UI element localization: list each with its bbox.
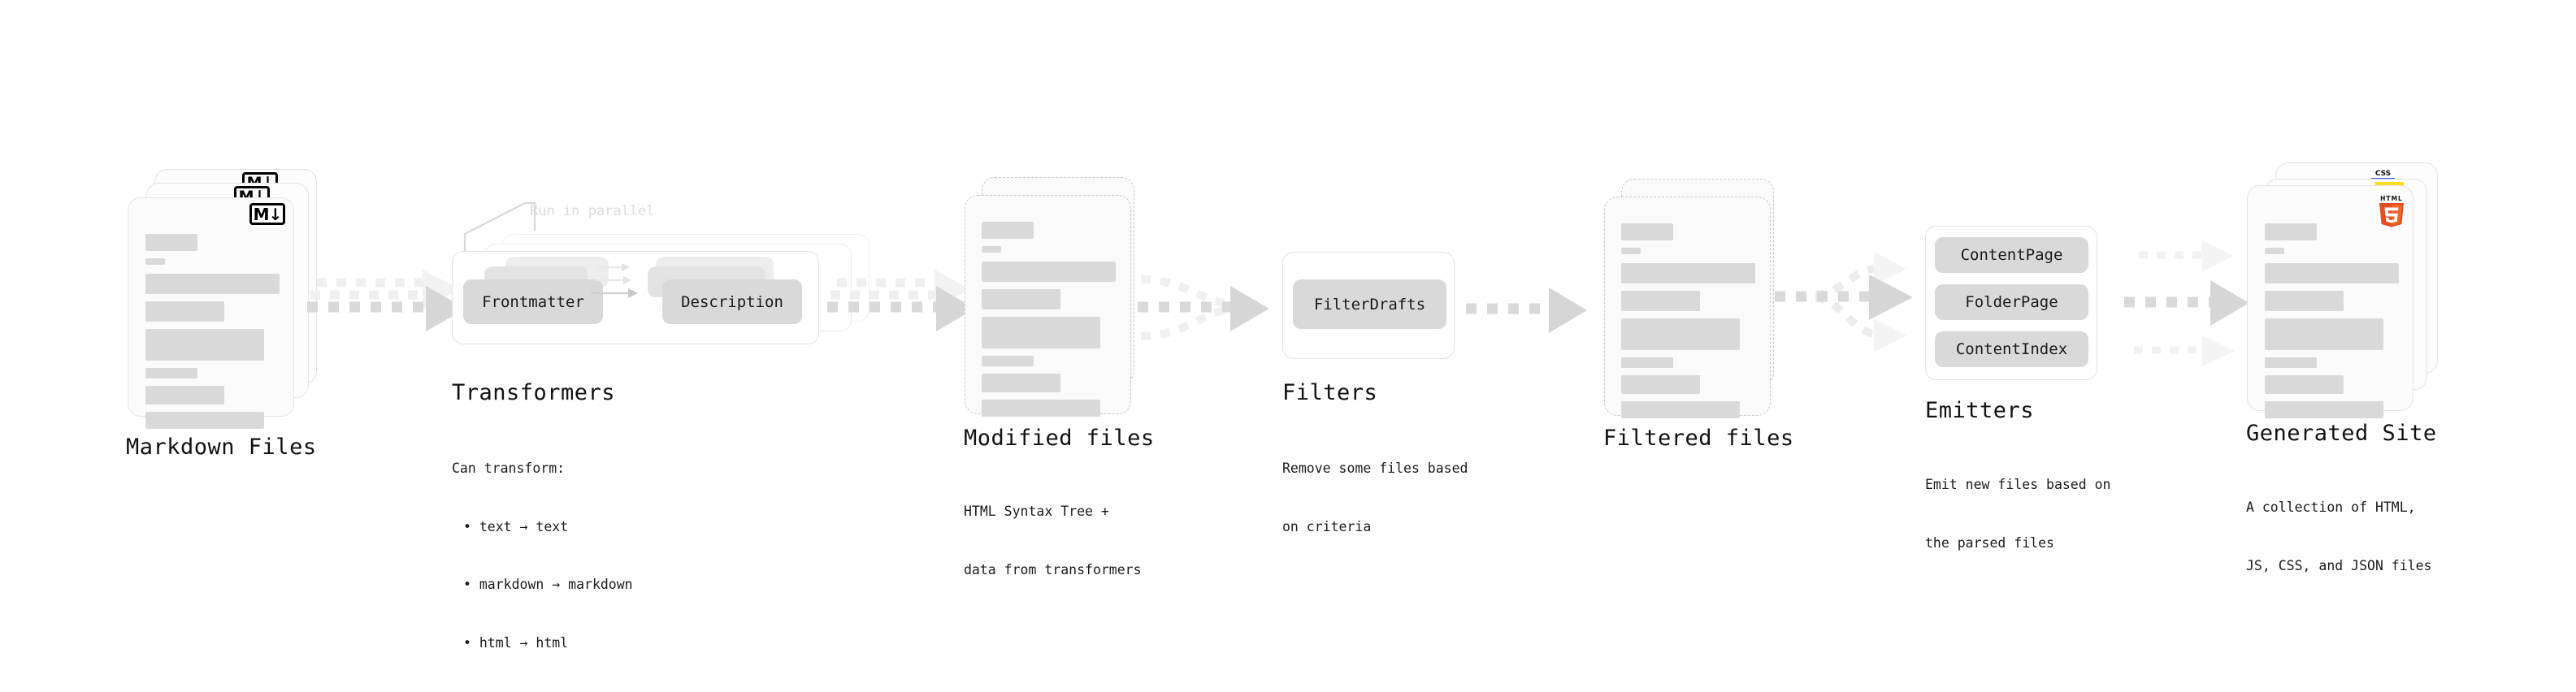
skeleton-bar — [145, 258, 165, 265]
modified-card-skeleton — [982, 222, 1116, 424]
skeleton-bar — [2265, 357, 2317, 368]
skeleton-bar — [145, 301, 224, 322]
run-in-parallel-label: Run in parallel — [530, 203, 655, 219]
skeleton-bar — [145, 274, 280, 294]
skeleton-bar — [2265, 223, 2317, 240]
markdown-files-title: Markdown Files — [126, 435, 317, 460]
chip-label: Description — [681, 292, 783, 311]
connector-filters-to-filtered — [1466, 288, 1587, 333]
skeleton-bar — [2265, 375, 2344, 394]
skeleton-bar — [2265, 263, 2399, 283]
transformers-sub-line: • html → html — [463, 635, 569, 651]
skeleton-bar — [1621, 248, 1641, 254]
generated-site-title: Generated Site — [2246, 421, 2437, 446]
skeleton-bar — [982, 356, 1034, 366]
skeleton-bar — [1621, 223, 1673, 240]
transformer-chip-description[interactable]: Description — [662, 279, 802, 324]
filters-sub-line: on criteria — [1282, 518, 1372, 534]
modified-sub-line: HTML Syntax Tree + — [964, 503, 1109, 519]
run-in-parallel-bracket — [463, 201, 536, 266]
filters-sub-line: Remove some files based — [1282, 460, 1468, 476]
svg-text:HTML: HTML — [2380, 195, 2403, 202]
skeleton-bar — [145, 329, 264, 361]
skeleton-bar — [982, 262, 1116, 282]
connector-transformers-to-modified — [827, 270, 975, 331]
chip-label: Frontmatter — [482, 292, 584, 311]
skeleton-bar — [2265, 248, 2284, 254]
connector-filtered-to-emitters — [1775, 252, 1913, 352]
skeleton-bar — [982, 400, 1100, 417]
skeleton-bar — [1621, 291, 1700, 311]
emitters-sub-line: Emit new files based on — [1925, 476, 2111, 492]
skeleton-bar — [145, 412, 264, 429]
skeleton-bar — [145, 234, 197, 251]
filtered-files-title: Filtered files — [1603, 426, 1794, 451]
filters-title: Filters — [1282, 380, 1378, 405]
chip-label: ContentPage — [1960, 246, 2063, 264]
html5-badge-icon: HTML — [2379, 195, 2404, 227]
transformers-sub-line: Can transform: — [452, 460, 566, 476]
chip-label: ContentIndex — [1955, 340, 2068, 358]
markdown-card-skeleton — [145, 234, 280, 436]
modified-files-title: Modified files — [964, 426, 1155, 451]
skeleton-bar — [1621, 318, 1740, 350]
emitters-title: Emitters — [1925, 398, 2035, 423]
site-card-skeleton — [2265, 223, 2399, 426]
skeleton-bar — [145, 368, 197, 378]
skeleton-bar — [145, 386, 224, 404]
emitters-sub-line: the parsed files — [1925, 534, 2054, 551]
skeleton-bar — [2265, 291, 2344, 311]
filters-subtitle: Remove some files based on criteria — [1282, 420, 1468, 575]
markdown-badge-text: M↓ — [253, 204, 283, 224]
skeleton-bar — [2265, 401, 2383, 418]
skeleton-bar — [982, 246, 1001, 253]
connector-markdown-to-transformers — [307, 270, 466, 331]
filter-chip-filterdrafts[interactable]: FilterDrafts — [1293, 279, 1446, 329]
emitter-chip-contentindex[interactable]: ContentIndex — [1935, 331, 2088, 367]
transformer-chip-frontmatter[interactable]: Frontmatter — [463, 279, 603, 324]
filtered-card-skeleton — [1621, 223, 1755, 426]
skeleton-bar — [1621, 357, 1673, 368]
connector-modified-to-filters — [1138, 275, 1269, 340]
emitter-chip-folderpage[interactable]: FolderPage — [1935, 284, 2088, 320]
chip-label: FilterDrafts — [1313, 295, 1426, 314]
transformers-sub-line: • markdown → markdown — [463, 577, 633, 593]
emitter-chip-contentpage[interactable]: ContentPage — [1935, 237, 2088, 273]
emitters-subtitle: Emit new files based on the parsed files — [1925, 436, 2110, 591]
skeleton-bar — [1621, 401, 1740, 418]
transformers-subtitle: Can transform: • text → text • markdown … — [452, 420, 633, 692]
generated-sub-line: A collection of HTML, — [2246, 499, 2416, 515]
modified-files-subtitle: HTML Syntax Tree + data from transformer… — [964, 463, 1142, 618]
generated-sub-line: JS, CSS, and JSON files — [2246, 557, 2432, 573]
transformer-inner-arrows — [591, 263, 638, 298]
connector-emitters-to-site — [2124, 240, 2249, 366]
transformers-title: Transformers — [452, 380, 616, 405]
skeleton-bar — [1621, 263, 1755, 283]
markdown-badge-icon: M↓ — [249, 203, 285, 225]
skeleton-bar — [982, 317, 1100, 348]
css-badge-text: CSS — [2374, 170, 2392, 178]
transformers-sub-line: • text → text — [463, 518, 569, 534]
skeleton-bar — [2265, 318, 2383, 350]
skeleton-bar — [1621, 375, 1700, 394]
skeleton-bar — [982, 374, 1060, 392]
modified-sub-line: data from transformers — [964, 561, 1142, 577]
skeleton-bar — [982, 289, 1060, 309]
chip-label: FolderPage — [1965, 293, 2058, 311]
generated-site-subtitle: A collection of HTML, JS, CSS, and JSON … — [2246, 459, 2431, 614]
skeleton-bar — [982, 222, 1034, 239]
